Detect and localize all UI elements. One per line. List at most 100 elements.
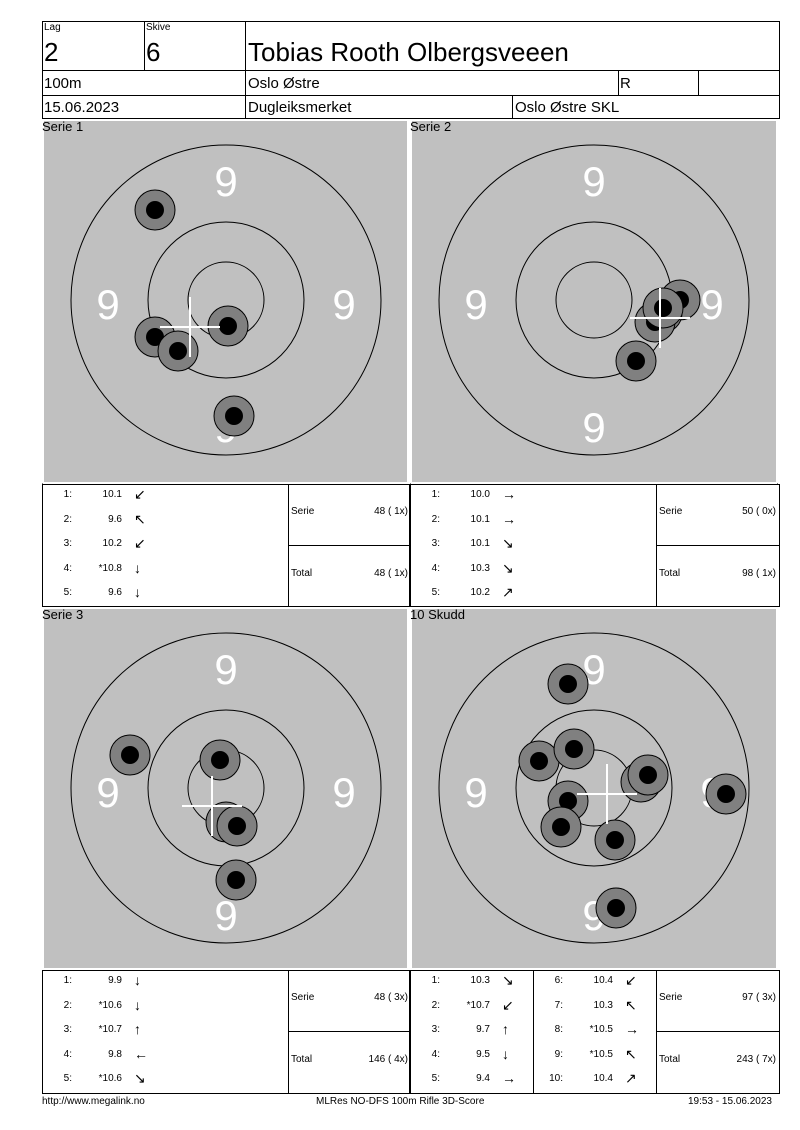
shot-arrow: ↖ [134,510,146,527]
shot-score: *10.8 [98,562,122,574]
total-label: Total [291,568,313,579]
lag-label: Lag [44,22,61,33]
shot-number: 3: [431,538,440,549]
shot-hole-center [228,817,246,835]
shot-score: 9.6 [108,513,122,525]
shot-number: 3: [63,1024,72,1035]
distance: 100m [44,75,82,92]
shot-score: *10.6 [98,999,122,1011]
shooter-name: Tobias Rooth Olbergsveeen [248,37,569,67]
shot-hole-center [146,328,164,346]
shot-arrow: ↙ [134,486,146,502]
footer-program: MLRes NO-DFS 100m Rifle 3D-Score [316,1096,485,1107]
shot-score: 10.1 [470,513,490,525]
shot-arrow: ↓ [134,584,141,600]
shot-score: *10.7 [98,1024,122,1035]
total-value: 243 ( 7x) [736,1054,776,1065]
ring-number: 9 [96,281,119,328]
shot-number: 10: [549,1073,563,1084]
shot-arrow: ↖ [625,1045,637,1062]
target-ring [555,261,633,339]
shot-score: 9.7 [476,1024,490,1035]
shot-list-serie-2 [410,484,657,607]
club: Oslo Østre [248,75,320,92]
summary-serie-3 [288,970,410,1032]
serie-label: Serie [659,992,683,1003]
shot-hole-center [219,317,237,335]
lag-value: 2 [44,37,59,67]
shot-number: 2: [63,999,72,1011]
shot-score: 10.3 [470,562,490,574]
serie-label: Serie [291,506,315,517]
shot-number: 7: [554,999,563,1011]
organizer: Oslo Østre SKL [515,99,620,116]
shot-arrow: ↖ [625,996,637,1013]
shot-score: 10.4 [593,1073,613,1084]
shot-hole-center [606,831,624,849]
shot-hole-center [227,871,245,889]
organizer-cell [512,95,780,119]
summary-serie-4 [656,970,780,1032]
shot-arrow: ↗ [625,1070,637,1086]
total-label: Total [659,1054,681,1065]
skive-value: 6 [146,37,161,67]
shot-arrow: ↓ [502,1045,509,1062]
total-label: Total [291,1054,313,1065]
shot-hole-center [211,751,229,769]
shot-number: 4: [63,1048,72,1060]
serie-label: Serie [291,992,315,1003]
shot-number: 1: [63,975,72,986]
summary-total-4 [656,1031,780,1094]
shot-number: 4: [431,1048,440,1060]
shot-score: 10.1 [470,538,490,549]
shot-arrow: → [625,1021,639,1037]
footer-url[interactable]: http://www.megalink.no [42,1096,145,1107]
shot-number: 5: [63,587,72,598]
ring-number: 9 [332,769,355,816]
ring-number: 9 [214,646,237,693]
shot-score: 10.0 [470,489,490,500]
shot-number: 2: [63,513,72,525]
summary-serie-1 [288,484,410,546]
total-label: Total [659,568,681,579]
shot-hole-center [552,818,570,836]
shot-hole-center [654,299,672,317]
shot-number: 4: [63,562,72,574]
shot-arrow: ↘ [502,972,514,988]
target-ring [438,144,750,456]
summary-total-2 [656,545,780,607]
lag-cell [42,21,145,71]
shot-number: 8: [554,1024,563,1035]
target-background [412,121,776,482]
shot-hole-center [530,752,548,770]
ring-number: 9 [582,404,605,451]
shot-number: 1: [431,489,440,500]
shot-arrow: ↓ [134,559,141,576]
shot-arrow: ↑ [134,1021,141,1037]
ring-number: 9 [332,281,355,328]
shot-hole-center [639,766,657,784]
shot-score: 10.3 [593,999,613,1011]
event: Dugleiksmerket [248,99,352,116]
total-value: 146 ( 4x) [368,1054,408,1065]
serie-value: 97 ( 3x) [742,992,776,1003]
shot-list-serie-3 [42,970,289,1094]
shot-number: 5: [431,587,440,598]
shot-score: 10.2 [470,587,490,598]
shot-arrow: ↙ [625,972,637,988]
shot-score: 9.5 [476,1048,490,1060]
ring-number: 9 [214,158,237,205]
shot-arrow: → [502,486,516,502]
shot-score: 10.1 [102,489,122,500]
panel-title: Serie 3 [42,607,84,622]
empty-cell [698,70,780,96]
summary-total-3 [288,1031,410,1094]
shot-number: 5: [431,1073,440,1084]
shot-number: 5: [63,1073,72,1084]
shot-hole-center [559,792,577,810]
skive-cell [144,21,246,71]
